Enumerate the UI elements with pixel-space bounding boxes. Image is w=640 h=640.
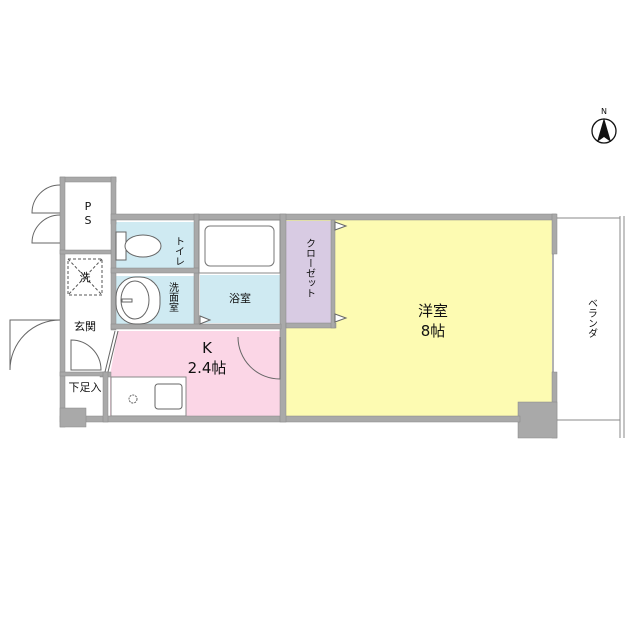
doors [9, 184, 554, 380]
western-room-size: 8帖 [421, 322, 446, 340]
bath-label: 浴室 [229, 291, 251, 305]
closet [286, 221, 331, 323]
kitchen-size: 2.4帖 [188, 359, 227, 377]
ps-label-1: P [85, 200, 92, 213]
balcony-label: ベランダ [586, 298, 598, 338]
sink-icon [154, 383, 183, 410]
laundry-label: 洗 [80, 271, 91, 284]
ps-label-2: S [85, 214, 92, 227]
kitchen-label: K [202, 339, 213, 357]
entrance-label: 玄関 [74, 319, 96, 333]
stove-burner-icon [128, 394, 138, 404]
bath-area [200, 275, 280, 323]
toilet-label: トイレ [173, 236, 185, 266]
wash-basin [115, 276, 161, 325]
bathtub [204, 225, 275, 267]
compass-label: N [601, 107, 607, 116]
washroom-label: 洗面室 [167, 282, 179, 312]
walls [59, 176, 558, 439]
balcony [553, 216, 625, 438]
western-room-label: 洋室 [418, 302, 448, 320]
shoe-cabinet-label: 下足入 [69, 381, 102, 394]
toilet-fixture [115, 231, 162, 261]
closet-label: クローゼット [304, 238, 316, 298]
north-compass-icon: N [591, 107, 617, 144]
